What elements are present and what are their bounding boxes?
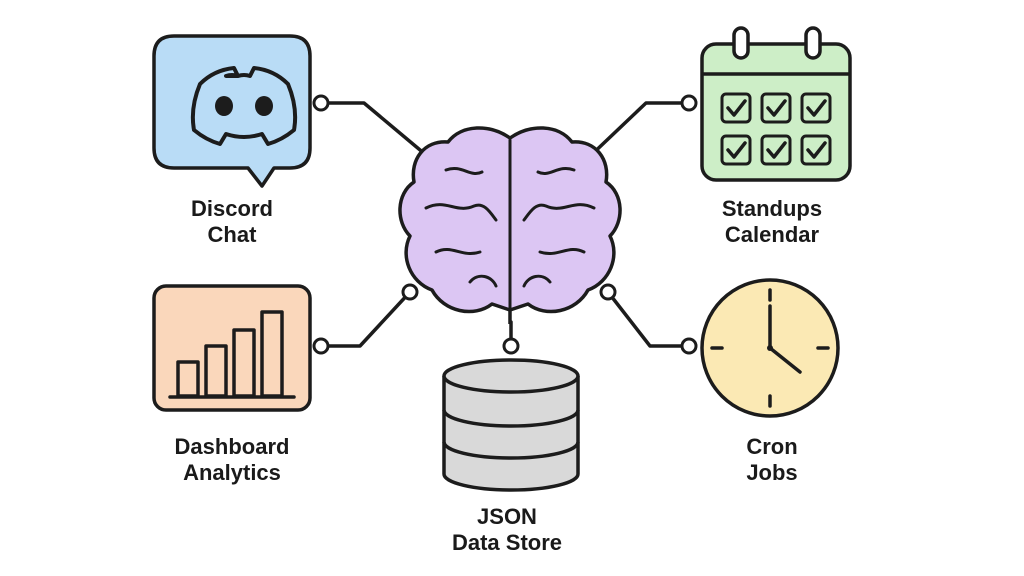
database-band (442, 441, 580, 460)
connector-standups (584, 101, 691, 162)
brain-fold (444, 167, 484, 175)
connector-dot (680, 94, 698, 112)
brain-fold (424, 203, 498, 222)
brain-fold (522, 274, 552, 288)
cron-jobs-label: Cron Jobs (672, 434, 872, 486)
calendar-ring-right (804, 26, 822, 60)
label-line: Jobs (746, 460, 798, 485)
label-line: Calendar (724, 222, 820, 247)
label-line: Discord (191, 196, 273, 221)
clock-minute-hand (768, 346, 802, 374)
label-line: Standups (721, 196, 823, 221)
brain-fold (522, 203, 596, 222)
discord-chat-node (152, 34, 312, 188)
checkmark-icon (806, 141, 827, 159)
connector-dot (599, 283, 617, 301)
label-line: Data Store (451, 530, 563, 555)
checkmark-icon (766, 99, 787, 117)
cron-jobs-node (700, 278, 840, 418)
brain-fold (536, 167, 576, 175)
connector-dot (312, 337, 330, 355)
dashboard-analytics-node (152, 284, 312, 412)
standups-calendar-node (700, 26, 852, 182)
calendar-checkbox (760, 134, 792, 166)
brain-fold (538, 247, 586, 255)
checkmark-icon (726, 141, 747, 159)
brain-fold (468, 274, 498, 288)
label-line: Chat (207, 222, 257, 247)
calendar-checkbox (800, 134, 832, 166)
discord-chat-label: Discord Chat (132, 196, 332, 248)
label-line: Analytics (183, 460, 281, 485)
connector-dot (312, 94, 330, 112)
checkmark-icon (766, 141, 787, 159)
calendar-ring-left (732, 26, 750, 60)
calendar-checkbox (720, 134, 752, 166)
brain-hub (398, 126, 622, 324)
connector-cron (606, 290, 691, 348)
connector-dot (502, 337, 520, 355)
checkmark-icon (726, 99, 747, 117)
calendar-checkbox (800, 92, 832, 124)
database-top (442, 358, 580, 394)
dashboard-analytics-label: Dashboard Analytics (132, 434, 332, 486)
calendar-checkbox (720, 92, 752, 124)
json-data-store-label: JSON Data Store (407, 504, 607, 556)
checkmark-icon (806, 99, 827, 117)
bar-chart-bar (260, 310, 284, 398)
label-line: JSON (477, 504, 537, 529)
connector-dot (680, 337, 698, 355)
connector-dashboard (319, 290, 412, 348)
calendar-check-grid (720, 92, 832, 166)
label-line: Cron (746, 434, 798, 459)
json-data-store-node (442, 358, 580, 492)
standups-calendar-label: Standups Calendar (672, 196, 872, 248)
discord-icon (190, 66, 298, 146)
connector-discord (319, 101, 434, 162)
database-band (442, 409, 580, 428)
discord-eye-left (215, 96, 233, 116)
label-line: Dashboard (174, 434, 290, 459)
brain-fold (434, 247, 482, 255)
discord-eye-right (255, 96, 273, 116)
connector-dot (401, 283, 419, 301)
bar-chart-bar (232, 328, 256, 398)
bar-chart-bar (204, 344, 228, 398)
calendar-checkbox (760, 92, 792, 124)
database-icon (442, 376, 580, 492)
bar-chart-bar (176, 360, 200, 398)
